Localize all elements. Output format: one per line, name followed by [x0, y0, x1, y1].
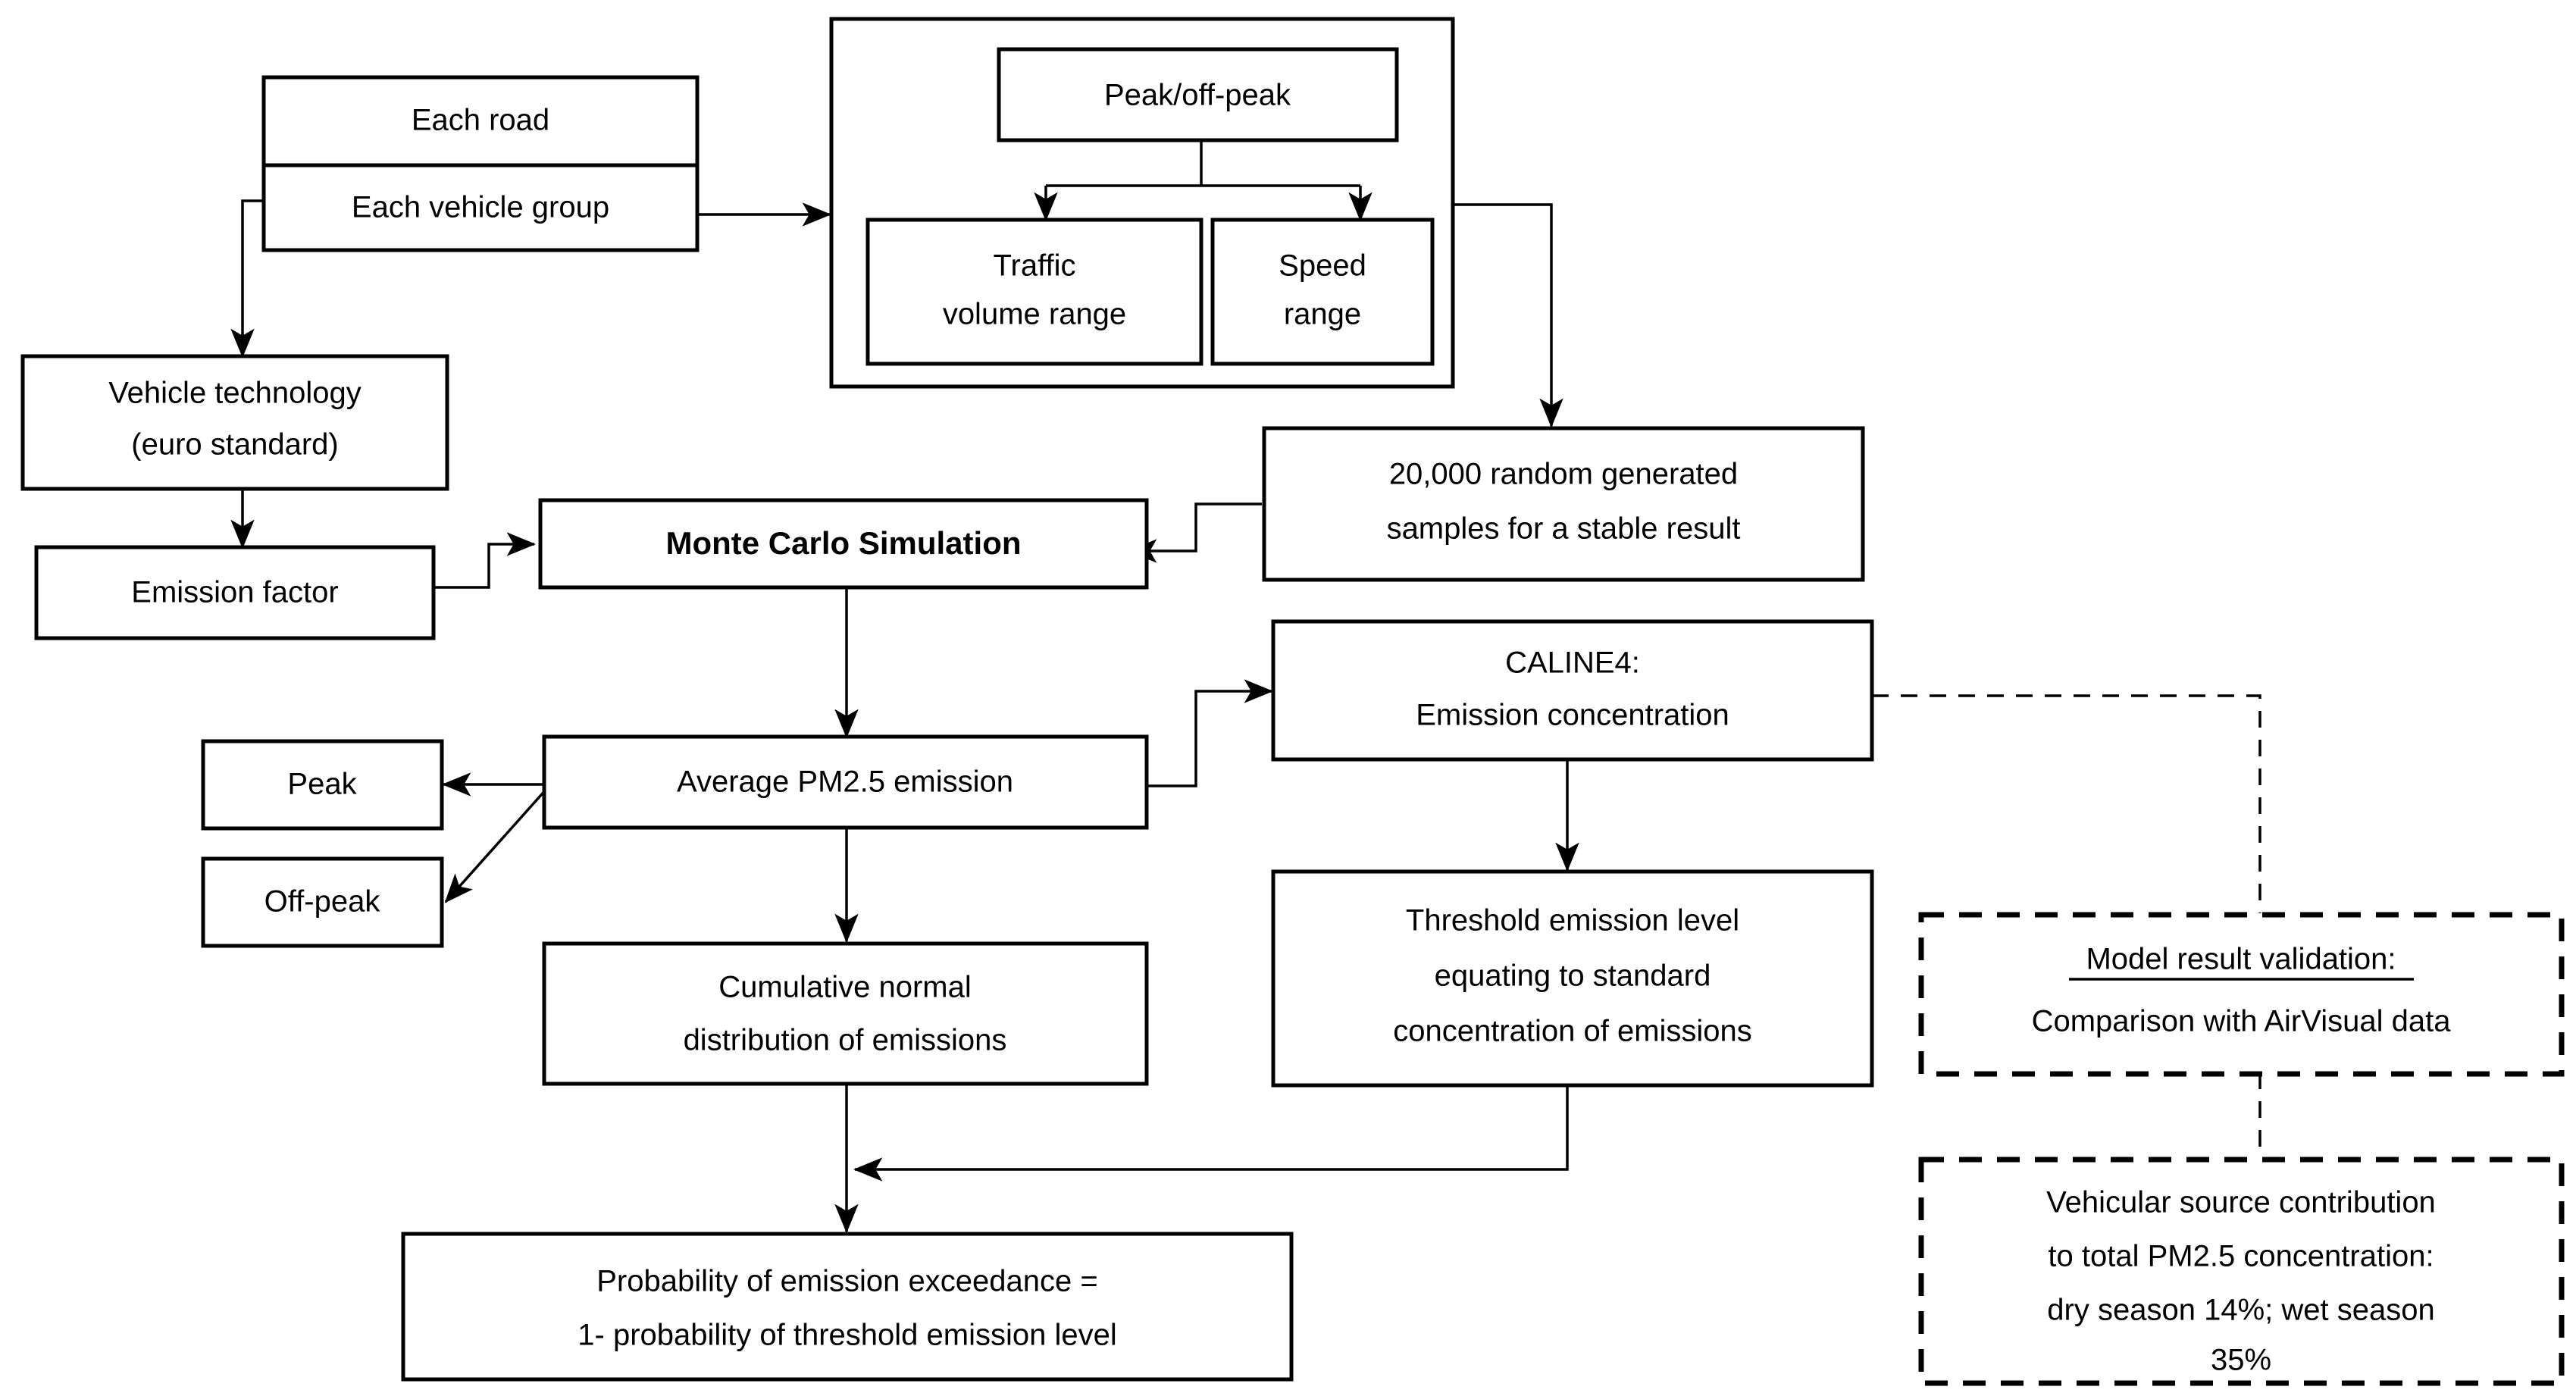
average-pm25-rect — [542, 734, 1149, 830]
caline4-rect — [1271, 619, 1874, 762]
edge-averagepm25-to-caline4 — [1146, 679, 1274, 787]
model-result-validation-box[interactable]: Model result validation: Comparison with… — [1918, 912, 2565, 1077]
peak-offpeak-label: Peak/off-peak — [1104, 79, 1291, 112]
random-samples-line2: samples for a stable result — [1387, 512, 1741, 546]
caline4-line2: Emission concentration — [1416, 699, 1729, 732]
random-samples-rect — [1262, 426, 1865, 582]
peak-box[interactable]: Peak — [201, 739, 444, 831]
vehicular-contribution-line1: Vehicular source contribution — [2046, 1186, 2436, 1219]
probability-exceedance-box[interactable]: Probability of emission exceedance = 1- … — [401, 1232, 1294, 1382]
cumulative-normal-box[interactable]: Cumulative normal distribution of emissi… — [542, 941, 1149, 1086]
probability-line2: 1- probability of threshold emission lev… — [577, 1319, 1116, 1352]
vehicle-technology-box[interactable]: Vehicle technology (euro standard) — [20, 354, 449, 491]
threshold-emission-level-rect — [1271, 869, 1874, 1088]
average-pm25-box[interactable]: Average PM2.5 emission — [542, 734, 1149, 830]
vehicular-contribution-line2: to total PM2.5 concentration: — [2048, 1240, 2434, 1273]
random-samples-line1: 20,000 random generated — [1389, 458, 1738, 491]
threshold-line3: concentration of emissions — [1393, 1015, 1752, 1048]
edge-averagepm25-to-offpeak — [444, 787, 549, 903]
vehicular-contribution-line4: 35% — [2211, 1344, 2271, 1377]
emission-factor-rect — [34, 545, 436, 640]
vehicular-contribution-box[interactable]: Vehicular source contribution to total P… — [1918, 1157, 2565, 1386]
traffic-volume-range-box[interactable]: Traffic volume range — [865, 218, 1203, 366]
vehicular-contribution-rect — [1918, 1157, 2565, 1386]
probability-exceedance-rect — [401, 1232, 1294, 1382]
each-vehicle-group-label: Each vehicle group — [352, 191, 609, 224]
emission-factor-label: Emission factor — [131, 576, 338, 609]
vehicle-technology-line1: Vehicle technology — [108, 377, 362, 410]
emission-factor-box[interactable]: Emission factor — [34, 545, 436, 640]
speed-range-rect — [1210, 218, 1435, 366]
peak-rect — [201, 739, 444, 831]
edge-randomsamples-to-montecarlo — [1127, 502, 1262, 563]
monte-carlo-rect — [538, 498, 1149, 590]
caline4-box[interactable]: CALINE4: Emission concentration — [1271, 619, 1874, 762]
edge-threshold-to-merge — [853, 1084, 1569, 1182]
speed-range-box[interactable]: Speed range — [1210, 218, 1435, 366]
vehicle-technology-line2: (euro standard) — [131, 428, 338, 462]
monte-carlo-simulation-box[interactable]: Monte Carlo Simulation — [538, 498, 1149, 590]
peak-offpeak-rect — [997, 47, 1399, 142]
cumulative-normal-line2: distribution of emissions — [684, 1024, 1007, 1057]
peak-label: Peak — [287, 768, 357, 801]
off-peak-label: Off-peak — [264, 885, 381, 919]
average-pm25-label: Average PM2.5 emission — [677, 765, 1013, 799]
traffic-volume-range-line2: volume range — [943, 298, 1126, 331]
caline4-line1: CALINE4: — [1505, 646, 1640, 680]
model-result-validation-line2: Comparison with AirVisual data — [2032, 1005, 2452, 1038]
edge-vehiclegroup-to-vehicletechnology — [230, 199, 264, 358]
threshold-emission-level-box[interactable]: Threshold emission level equating to sta… — [1271, 869, 1874, 1088]
cumulative-normal-rect — [542, 941, 1149, 1086]
speed-range-line2: range — [1284, 298, 1361, 331]
speed-range-line1: Speed — [1279, 249, 1366, 283]
scenario-container-box — [829, 17, 1455, 389]
peak-offpeak-box[interactable]: Peak/off-peak — [997, 47, 1399, 142]
model-result-validation-rect — [1918, 912, 2565, 1077]
edge-emissionfactor-to-montecarlo — [434, 532, 537, 589]
probability-line1: Probability of emission exceedance = — [596, 1265, 1097, 1298]
threshold-line1: Threshold emission level — [1406, 904, 1739, 938]
model-result-validation-heading: Model result validation: — [2086, 943, 2396, 976]
monte-carlo-label: Monte Carlo Simulation — [665, 525, 1021, 561]
each-road-label: Each road — [412, 104, 549, 137]
off-peak-box[interactable]: Off-peak — [201, 856, 444, 948]
traffic-volume-range-rect — [865, 218, 1203, 366]
cumulative-normal-line1: Cumulative normal — [718, 971, 971, 1004]
off-peak-rect — [201, 856, 444, 948]
edge-container-to-randomsamples — [1453, 203, 1563, 428]
vehicular-contribution-line3: dry season 14%; wet season — [2047, 1294, 2434, 1327]
random-samples-box[interactable]: 20,000 random generated samples for a st… — [1262, 426, 1865, 582]
edge-caline4-to-modelvalidation — [1872, 694, 2261, 913]
connector-layer — [230, 140, 2261, 1234]
traffic-volume-range-line1: Traffic — [994, 249, 1076, 283]
threshold-line2: equating to standard — [1435, 959, 1711, 993]
vehicle-technology-rect — [20, 354, 449, 491]
road-vehicle-group-box[interactable]: Each road Each vehicle group — [261, 75, 700, 252]
